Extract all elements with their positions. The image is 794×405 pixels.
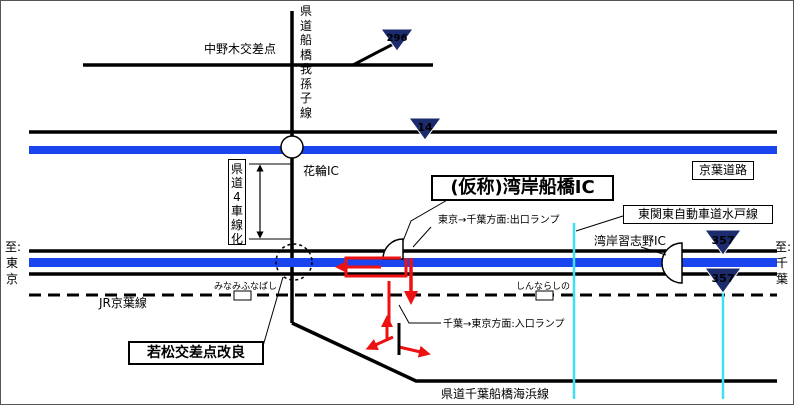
wakamatsu-improvement-box: 若松交差点改良 xyxy=(128,341,264,365)
keiyo-road-label: 京葉道路 xyxy=(692,161,754,180)
wakamatsu-callout-line xyxy=(262,276,284,347)
exit-ramp-arrow xyxy=(344,256,408,278)
keiyo-road-band xyxy=(29,146,777,154)
higashikanto-expressway-box: 東関東自動車道水戸線 xyxy=(623,205,773,224)
to-tokyo-label: 至:東京 xyxy=(5,240,22,286)
jr-keiyo-line-label: JR京葉線 xyxy=(98,295,147,310)
prefectural-4lane-box: 県道4車線化 xyxy=(228,159,246,246)
prefectural-road-bottom-label: 県道千葉船橋海浜線 xyxy=(441,386,549,401)
entrance-ramp-label: 千葉→東京方面:入口ランプ xyxy=(443,317,564,330)
minami-funabashi-station[interactable] xyxy=(233,290,252,301)
route-14-shield-icon: 14 xyxy=(408,117,442,141)
wangan-expressway-band xyxy=(29,258,777,267)
entrance-ramp-left-arrow xyxy=(365,335,394,350)
route-357-lower-label: 357 xyxy=(712,272,735,285)
route-14-label: 14 xyxy=(417,121,433,134)
ic-callout-line xyxy=(402,198,450,242)
route-357-shield-upper-icon: 357 xyxy=(704,229,742,256)
mito-callout-line xyxy=(575,215,624,232)
exit-ramp-callout-line xyxy=(412,226,432,248)
route-357-shield-lower-icon: 357 xyxy=(704,267,742,294)
provisional-ic-box: (仮称)湾岸船橋IC xyxy=(431,175,614,201)
wakamatsu-intersection-icon[interactable] xyxy=(275,243,313,281)
entrance-ramp-callout-line xyxy=(398,304,441,324)
chiba-funabashi-kaihin-road xyxy=(291,321,777,383)
wangan-funabashi-ic-icon[interactable] xyxy=(382,238,404,260)
route-296-branch xyxy=(352,39,400,67)
entrance-ramp-right-arrow xyxy=(398,345,431,358)
nakanoki-intersection-label: 中野木交差点 xyxy=(204,41,276,56)
wangan-narashino-ic-label: 湾岸習志野IC xyxy=(594,233,666,248)
exit-ramp-label: 東京→千葉方面:出口ランプ xyxy=(438,213,559,226)
minami-funabashi-label: みなみふなばし xyxy=(214,281,277,292)
route-357-upper-label: 357 xyxy=(712,234,735,247)
narashino-callout-line xyxy=(640,246,667,256)
to-chiba-label: 至:千葉 xyxy=(775,240,792,286)
shin-narashino-label: しんならしの xyxy=(516,281,570,292)
route-296-shield-icon: 296 xyxy=(380,28,414,52)
wangan-narashino-ic-icon[interactable] xyxy=(661,242,683,284)
prefectural-road-top-label: 県道船橋我孫子線 xyxy=(299,4,312,120)
hanawa-ic-icon[interactable] xyxy=(280,135,304,159)
shin-narashino-station[interactable] xyxy=(535,290,554,301)
route-296-label: 296 xyxy=(387,33,408,44)
hanawa-ic-label: 花輪IC xyxy=(303,163,339,178)
